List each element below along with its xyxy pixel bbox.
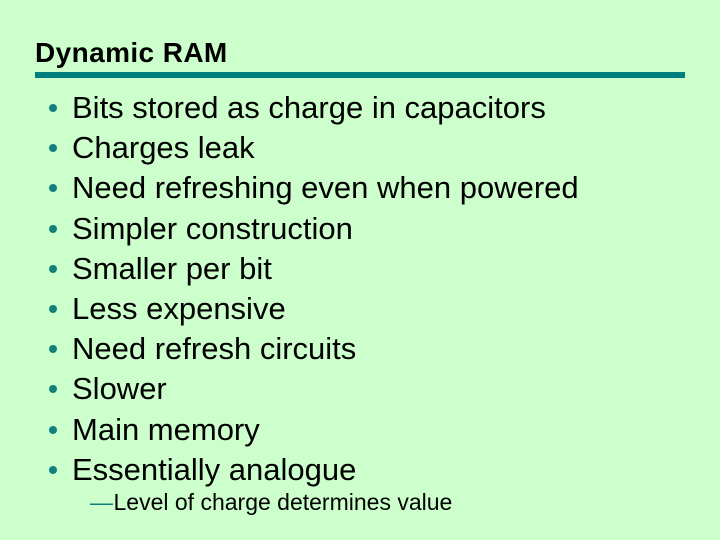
list-item: Bits stored as charge in capacitors xyxy=(36,88,696,128)
sub-list-item: — Level of charge determines value xyxy=(90,487,452,517)
list-item-label: Need refreshing even when powered xyxy=(72,170,579,206)
page-title: Dynamic RAM xyxy=(35,37,228,68)
list-item-label: Less expensive xyxy=(72,290,286,326)
bullet-list: Bits stored as charge in capacitors Char… xyxy=(36,88,696,490)
list-item: Simpler construction xyxy=(36,209,696,249)
list-item-label: Bits stored as charge in capacitors xyxy=(72,90,546,125)
bullet-dot-icon xyxy=(49,465,57,474)
list-item: Essentially analogue xyxy=(36,450,696,490)
list-item-label: Charges leak xyxy=(72,130,255,166)
bullet-dot-icon xyxy=(49,385,57,394)
bullet-dot-icon xyxy=(49,184,57,193)
em-dash-icon: — xyxy=(90,489,113,515)
list-item: Need refresh circuits xyxy=(36,329,696,369)
bullet-dot-icon xyxy=(49,425,57,434)
list-item: Need refreshing even when powered xyxy=(36,168,696,208)
list-item-label: Simpler construction xyxy=(72,210,353,246)
list-item-label: Slower xyxy=(72,371,167,407)
title-underline-rule xyxy=(35,72,685,78)
list-item: Charges leak xyxy=(36,128,696,168)
bullet-dot-icon xyxy=(49,345,57,354)
list-item: Less expensive xyxy=(36,289,696,329)
list-item-label: Smaller per bit xyxy=(72,250,272,286)
bullet-dot-icon xyxy=(49,144,57,153)
title-block: Dynamic RAM xyxy=(35,36,685,70)
list-item-label: Need refresh circuits xyxy=(72,331,357,367)
sub-list-item-label: Level of charge determines value xyxy=(113,489,453,515)
list-item: Smaller per bit xyxy=(36,249,696,289)
list-item: Main memory xyxy=(36,410,696,450)
list-item-label: Essentially analogue xyxy=(72,451,357,487)
bullet-dot-icon xyxy=(49,264,57,273)
bullet-dot-icon xyxy=(49,104,57,113)
bullet-dot-icon xyxy=(49,224,57,233)
bullet-dot-icon xyxy=(49,305,57,314)
list-item-label: Main memory xyxy=(72,411,260,447)
list-item: Slower xyxy=(36,369,696,409)
